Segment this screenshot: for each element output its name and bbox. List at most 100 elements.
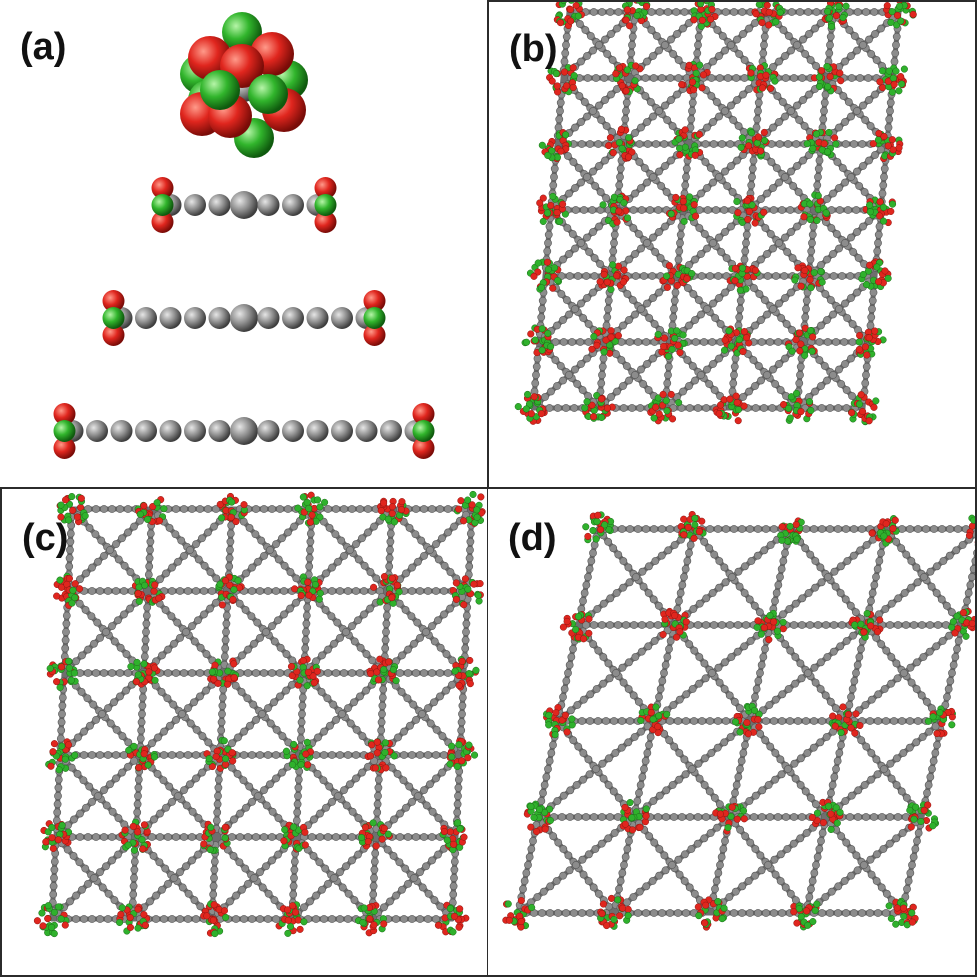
- carbon-bead: [76, 833, 84, 841]
- linker-short: [151, 177, 337, 233]
- carbon-bead: [585, 565, 594, 573]
- carbon-bead: [609, 247, 618, 256]
- oxygen-atom: [388, 503, 396, 511]
- carbon-bead: [142, 611, 151, 620]
- carbon-bead: [149, 852, 158, 860]
- panel-d: (d): [487, 487, 977, 977]
- carbon-bead: [196, 505, 204, 513]
- carbon-bead: [418, 883, 427, 892]
- carbon-bead: [814, 621, 822, 629]
- oxygen-atom: [373, 738, 381, 746]
- carbon-atom: [257, 420, 280, 442]
- metal-atom: [449, 928, 457, 936]
- carbon-bead: [143, 603, 152, 612]
- carbon-bead: [798, 74, 807, 82]
- carbon-bead: [662, 188, 671, 196]
- carbon-bead: [428, 807, 437, 816]
- carbon-bead: [571, 305, 579, 313]
- carbon-bead: [404, 833, 412, 841]
- metal-atom: [281, 826, 289, 834]
- carbon-bead: [164, 669, 172, 677]
- metal-atom: [465, 670, 473, 678]
- carbon-bead: [165, 782, 174, 791]
- carbon-bead: [348, 505, 356, 513]
- carbon-bead: [180, 551, 188, 560]
- carbon-bead: [740, 589, 749, 597]
- carbon-bead: [847, 52, 855, 60]
- carbon-bead: [872, 573, 880, 581]
- carbon-bead: [829, 371, 837, 379]
- carbon-bead: [320, 751, 328, 759]
- oxygen-atom: [297, 591, 305, 600]
- carbon-bead: [877, 24, 885, 33]
- carbon-bead: [561, 49, 570, 58]
- carbon-bead: [374, 775, 383, 784]
- carbon-bead: [67, 763, 76, 772]
- carbon-bead: [754, 677, 763, 685]
- carbon-bead: [50, 857, 59, 866]
- carbon-bead: [192, 587, 200, 595]
- carbon-bead: [789, 182, 798, 190]
- carbon-bead: [632, 573, 640, 581]
- metal-atom: [135, 597, 143, 605]
- carbon-bead: [547, 387, 555, 396]
- carbon-bead: [703, 123, 711, 132]
- carbon-bead: [649, 173, 657, 181]
- carbon-bead: [293, 800, 302, 809]
- carbon-bead: [787, 167, 795, 176]
- carbon-bead: [412, 833, 420, 841]
- carbon-bead: [922, 697, 931, 706]
- carbon-bead: [721, 167, 729, 176]
- carbon-bead: [631, 129, 639, 137]
- carbon-bead: [241, 864, 250, 873]
- carbon-bead: [76, 809, 84, 818]
- carbon-bead: [266, 546, 274, 554]
- carbon-bead: [371, 849, 380, 858]
- carbon-bead: [701, 158, 710, 166]
- carbon-bead: [865, 156, 873, 165]
- metal-atom: [299, 493, 307, 501]
- metal-atom: [531, 336, 539, 344]
- carbon-bead: [781, 52, 789, 60]
- carbon-bead: [432, 725, 441, 734]
- carbon-bead: [583, 354, 591, 363]
- carbon-bead: [66, 537, 75, 546]
- carbon-bead: [319, 776, 328, 785]
- oxygen-atom: [745, 207, 753, 216]
- carbon-bead: [790, 621, 798, 629]
- metal-atom: [828, 23, 836, 31]
- oxygen-atom: [458, 757, 466, 765]
- carbon-bead: [761, 224, 770, 232]
- carbon-bead: [841, 57, 849, 66]
- oxygen-atom: [76, 585, 84, 593]
- carbon-bead: [442, 650, 451, 658]
- oxygen-atom: [747, 69, 755, 77]
- carbon-bead: [312, 915, 320, 923]
- carbon-bead: [614, 550, 623, 559]
- carbon-bead: [402, 803, 410, 812]
- carbon-bead: [430, 896, 439, 904]
- carbon-bead: [136, 516, 144, 525]
- carbon-bead: [266, 780, 274, 789]
- oxygen-atom: [876, 198, 884, 206]
- carbon-bead: [730, 697, 739, 706]
- metal-atom: [624, 214, 632, 222]
- carbon-bead: [174, 557, 182, 566]
- carbon-bead: [878, 189, 887, 198]
- oxygen-atom: [134, 905, 142, 913]
- carbon-bead: [694, 404, 702, 412]
- oxygen-atom: [61, 921, 69, 929]
- oxygen-atom: [619, 278, 628, 286]
- carbon-bead: [802, 525, 810, 533]
- carbon-bead: [272, 915, 280, 923]
- metal-atom: [554, 276, 562, 285]
- carbon-bead: [847, 354, 855, 363]
- carbon-bead: [378, 701, 387, 710]
- carbon-bead: [84, 833, 92, 841]
- carbon-bead: [861, 116, 870, 124]
- carbon-bead: [799, 156, 807, 165]
- carbon-bead: [62, 611, 71, 620]
- metal-atom: [290, 823, 298, 831]
- carbon-bead: [264, 751, 272, 759]
- carbon-bead: [835, 365, 843, 374]
